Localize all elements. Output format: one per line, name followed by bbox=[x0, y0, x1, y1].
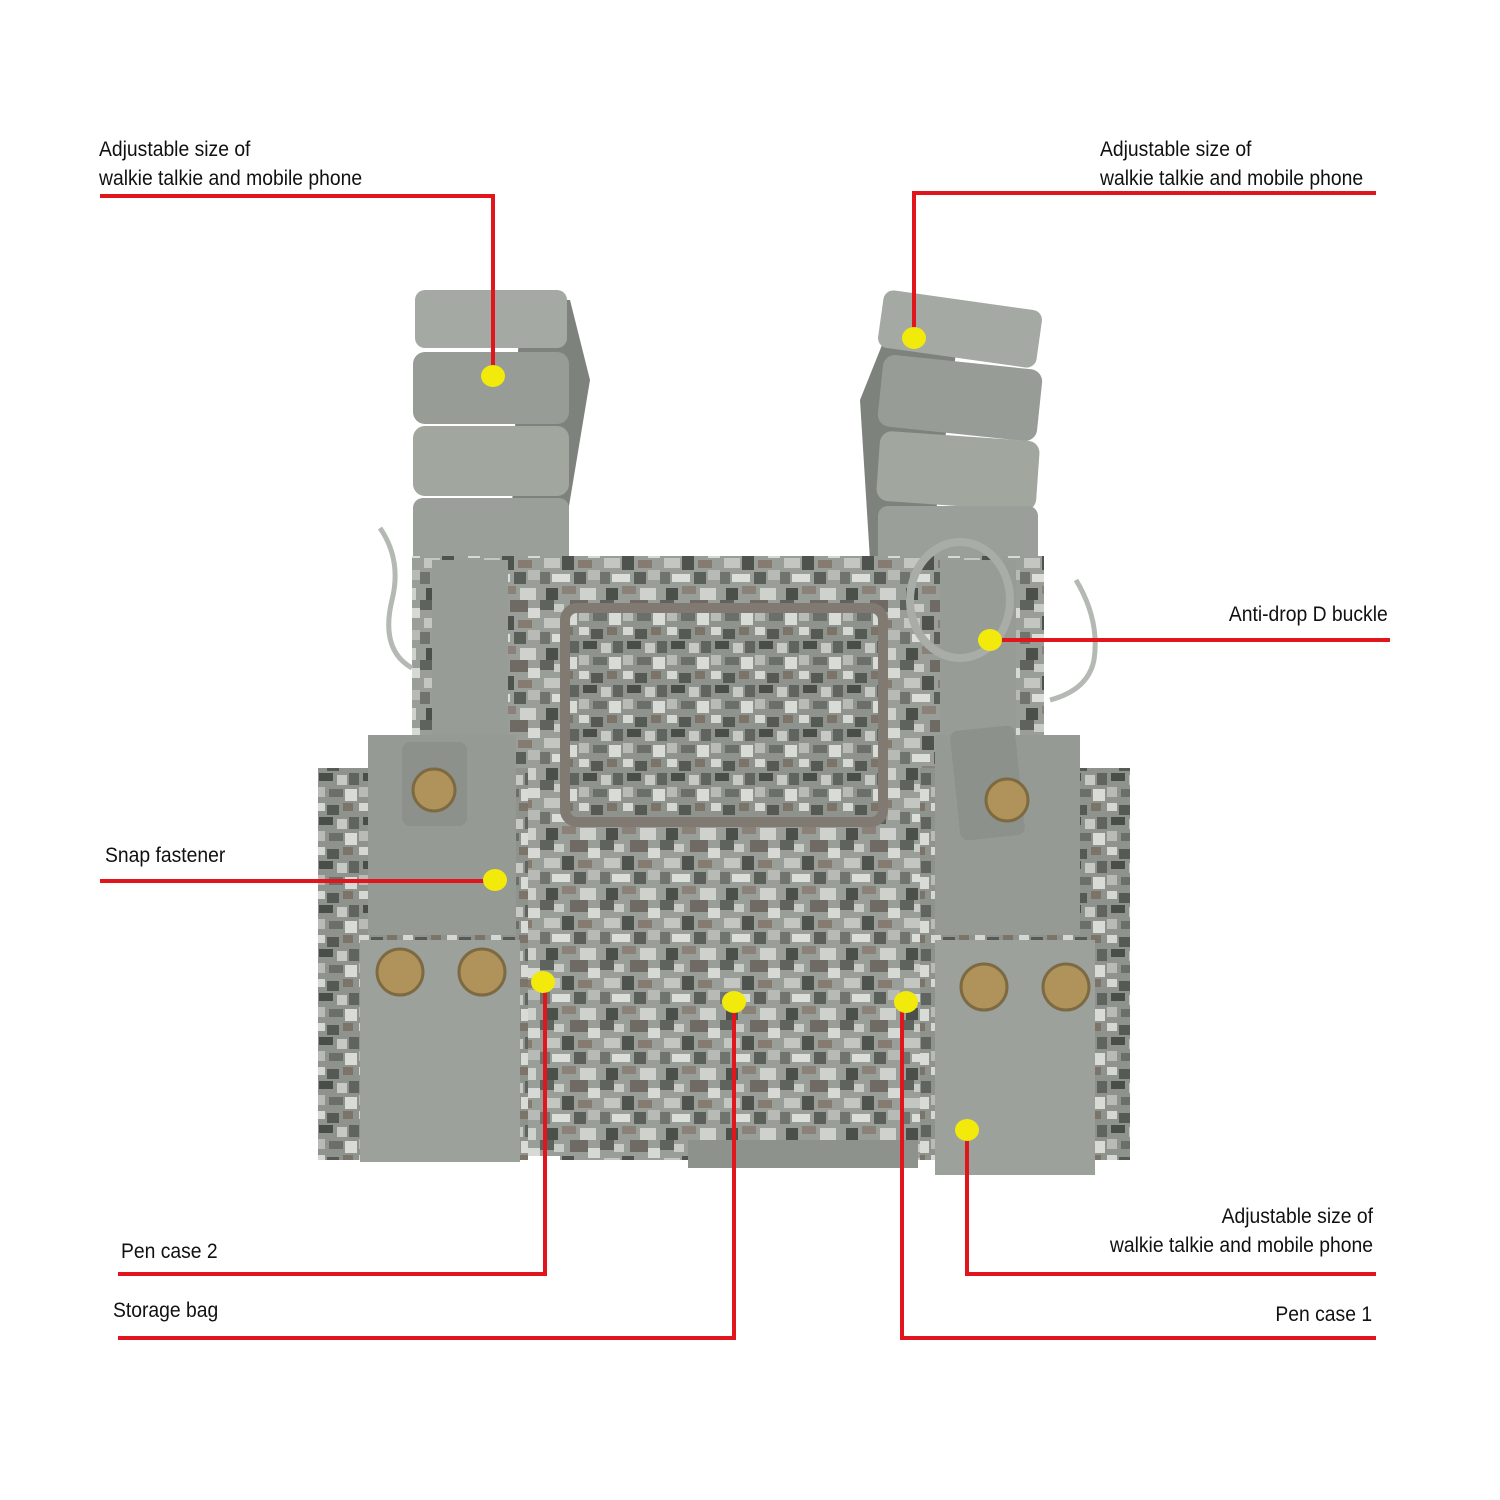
marker-dot-top-left bbox=[481, 365, 505, 387]
marker-dot-snap-fastener bbox=[483, 869, 507, 891]
leader-line-top-right bbox=[912, 191, 1376, 338]
callout-pen-case-2: Pen case 2 bbox=[121, 1237, 218, 1266]
marker-dot-bottom-right bbox=[955, 1119, 979, 1141]
callout-storage-bag: Storage bag bbox=[113, 1296, 218, 1325]
leader-line-bottom-right bbox=[965, 1130, 1376, 1276]
callout-bottom-right: Adjustable size of walkie talkie and mob… bbox=[1110, 1202, 1373, 1260]
callout-snap-fastener-text: Snap fastener bbox=[105, 844, 226, 867]
marker-dot-pen-case-2 bbox=[531, 971, 555, 993]
callout-storage-bag-text: Storage bag bbox=[113, 1299, 219, 1322]
callout-top-left: Adjustable size of walkie talkie and mob… bbox=[99, 135, 362, 193]
callout-d-buckle: Anti-drop D buckle bbox=[1229, 600, 1388, 629]
leader-line-storage-bag bbox=[118, 1002, 736, 1340]
callout-top-right: Adjustable size of walkie talkie and mob… bbox=[1100, 135, 1363, 193]
leader-line-pen-case-2 bbox=[118, 982, 547, 1276]
marker-dot-top-right bbox=[902, 327, 926, 349]
callout-snap-fastener: Snap fastener bbox=[105, 841, 225, 870]
callout-pen-case-1-text: Pen case 1 bbox=[1275, 1303, 1372, 1326]
callout-bottom-right-line2: walkie talkie and mobile phone bbox=[1109, 1234, 1373, 1257]
marker-dot-d-buckle bbox=[978, 629, 1002, 651]
marker-dot-pen-case-1 bbox=[894, 991, 918, 1013]
leader-line-top-left bbox=[100, 194, 495, 376]
callout-top-left-line1: Adjustable size of bbox=[99, 138, 251, 161]
marker-dot-storage-bag bbox=[722, 991, 746, 1013]
callout-top-right-line2: walkie talkie and mobile phone bbox=[1100, 167, 1364, 190]
callout-top-left-line2: walkie talkie and mobile phone bbox=[99, 167, 363, 190]
callout-pen-case-1: Pen case 1 bbox=[1275, 1300, 1372, 1329]
callout-bottom-right-line1: Adjustable size of bbox=[1221, 1205, 1373, 1228]
callout-top-right-line1: Adjustable size of bbox=[1100, 138, 1252, 161]
leader-line-pen-case-1 bbox=[900, 1002, 1376, 1340]
callout-pen-case-2-text: Pen case 2 bbox=[121, 1240, 218, 1263]
callout-d-buckle-text: Anti-drop D buckle bbox=[1229, 603, 1388, 626]
